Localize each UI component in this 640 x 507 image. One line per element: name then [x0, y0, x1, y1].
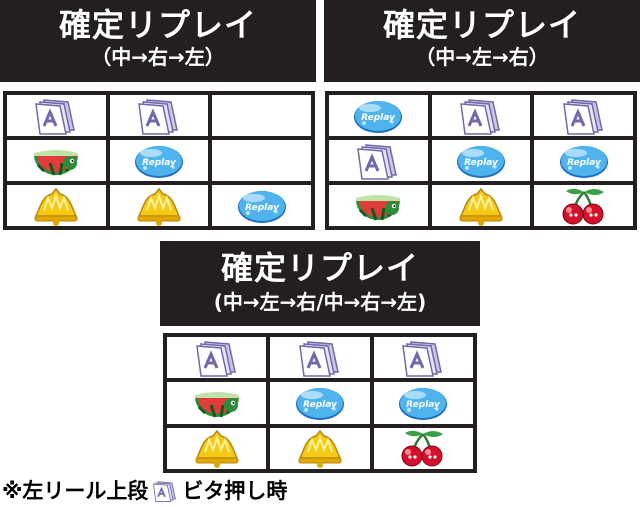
replay-icon [236, 186, 288, 226]
watermelon-icon [352, 186, 404, 226]
footnote-suffix: ビタ押し時 [182, 479, 288, 503]
card-icon [397, 338, 449, 378]
watermelon-icon [30, 141, 82, 181]
card-icon [294, 338, 346, 378]
reel-cell [167, 337, 267, 379]
footnote: ※左リール上段 ビタ押し時 [2, 478, 287, 504]
reel-cell [534, 95, 633, 136]
reel-cell [109, 185, 209, 226]
cherry-icon [558, 186, 610, 226]
card-icon [352, 141, 404, 181]
reel-cell [534, 140, 633, 181]
bell-icon [455, 186, 507, 226]
cherry-icon [397, 428, 449, 468]
reel-cell [431, 140, 531, 181]
reel-cell [167, 427, 267, 469]
panel-1-title: 確定リプレイ [58, 6, 257, 44]
reel-cell [534, 185, 633, 226]
panel-3-reels [163, 333, 477, 473]
replay-icon [455, 141, 507, 181]
reel-cell [329, 140, 428, 181]
panel-1-reels [3, 91, 315, 230]
replay-icon [294, 383, 346, 423]
reel-cell [431, 185, 531, 226]
reel-cell [270, 427, 370, 469]
reel-cell [373, 337, 473, 379]
replay-icon [352, 96, 404, 136]
reel-cell [212, 95, 311, 136]
panel-3-subtitle: (中→左→右/中→右→左) [213, 290, 427, 314]
card-icon [30, 96, 82, 136]
bell-icon [133, 186, 185, 226]
panel-2-reels [325, 91, 637, 230]
panel-2-title: 確定リプレイ [382, 6, 581, 44]
reel-cell [329, 185, 428, 226]
panel-3-header: 確定リプレイ (中→左→右/中→右→左) [160, 241, 480, 326]
footnote-prefix: ※左リール上段 [2, 479, 149, 503]
panel-1-subtitle: （中→右→左） [91, 45, 225, 69]
reel-cell [431, 95, 531, 136]
panel-3-title: 確定リプレイ [220, 249, 419, 287]
card-icon [455, 96, 507, 136]
replay-icon [397, 383, 449, 423]
bell-icon [30, 186, 82, 226]
reel-cell [329, 95, 428, 136]
card-icon [150, 479, 180, 503]
reel-cell [373, 427, 473, 469]
reel-cell [270, 382, 370, 424]
reel-cell [212, 140, 311, 181]
card-icon [191, 338, 243, 378]
replay-icon [558, 141, 610, 181]
reel-cell [7, 185, 106, 226]
panel-2-header: 確定リプレイ （中→左→右） [324, 0, 640, 82]
bell-icon [191, 428, 243, 468]
card-icon [133, 96, 185, 136]
reel-cell [212, 185, 311, 226]
reel-cell [167, 382, 267, 424]
panel-2-subtitle: （中→左→右） [415, 45, 549, 69]
reel-cell [373, 382, 473, 424]
bell-icon [294, 428, 346, 468]
reel-cell [109, 140, 209, 181]
reel-cell [7, 95, 106, 136]
watermelon-icon [191, 383, 243, 423]
replay-icon [133, 141, 185, 181]
panel-1-header: 確定リプレイ （中→右→左） [0, 0, 316, 82]
card-icon [558, 96, 610, 136]
reel-cell [270, 337, 370, 379]
reel-cell [7, 140, 106, 181]
reel-cell [109, 95, 209, 136]
